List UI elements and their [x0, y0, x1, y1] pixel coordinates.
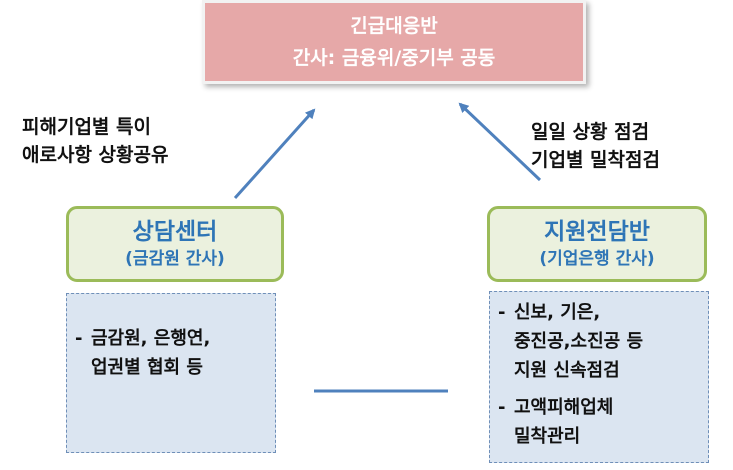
list-item-text: 금감원, 은행연, 업권별 협회 등 — [91, 328, 211, 378]
left-arrow — [233, 108, 316, 200]
bullet: - — [75, 328, 83, 349]
left-note-line-2: 애로사항 상황공유 — [22, 144, 169, 166]
consultation-center-title: 상담센터 — [132, 219, 218, 245]
support-team-subtitle: (기업은행 간사) — [539, 249, 655, 269]
bullet: - — [498, 397, 506, 418]
right-note-line-1: 일일 상황 점검 — [531, 121, 650, 143]
list-item: - 금감원, 은행연, 업권별 협회 등 — [75, 324, 275, 382]
consultation-center-subtitle: (금감원 간사) — [125, 249, 225, 269]
top-box-subtitle: 간사: 금융위/중기부 공동 — [292, 47, 496, 69]
left-arrow-label: 피해기업별 특이 애로사항 상황공유 — [22, 113, 168, 169]
left-note-line-1: 피해기업별 특이 — [22, 116, 151, 138]
top-box-title: 긴급대응반 — [350, 15, 438, 37]
list-item-text: 고액피해업체 밀착관리 — [514, 397, 614, 447]
support-team-title: 지원전담반 — [544, 219, 650, 245]
consultation-center-header: 상담센터 (금감원 간사) — [66, 206, 284, 282]
right-note-line-2: 기업별 밀착점검 — [531, 149, 660, 171]
support-team-header: 지원전담반 (기업은행 간사) — [487, 206, 707, 282]
list-item: - 고액피해업체 밀착관리 — [498, 393, 708, 451]
support-team-panel: - 신보, 기은, 중진공,소진공 등 지원 신속점검 - 고액피해업체 밀착관… — [489, 291, 709, 463]
emergency-response-team-box: 긴급대응반 간사: 금융위/중기부 공동 — [202, 0, 586, 84]
list-item-text: 신보, 기은, 중진공,소진공 등 지원 신속점검 — [514, 302, 644, 381]
consultation-center-panel: - 금감원, 은행연, 업권별 협회 등 — [66, 293, 276, 453]
right-arrow-label: 일일 상황 점검 기업별 밀착점검 — [531, 118, 660, 174]
bullet: - — [498, 302, 506, 323]
right-arrow — [458, 102, 542, 182]
list-item: - 신보, 기은, 중진공,소진공 등 지원 신속점검 — [498, 298, 708, 385]
